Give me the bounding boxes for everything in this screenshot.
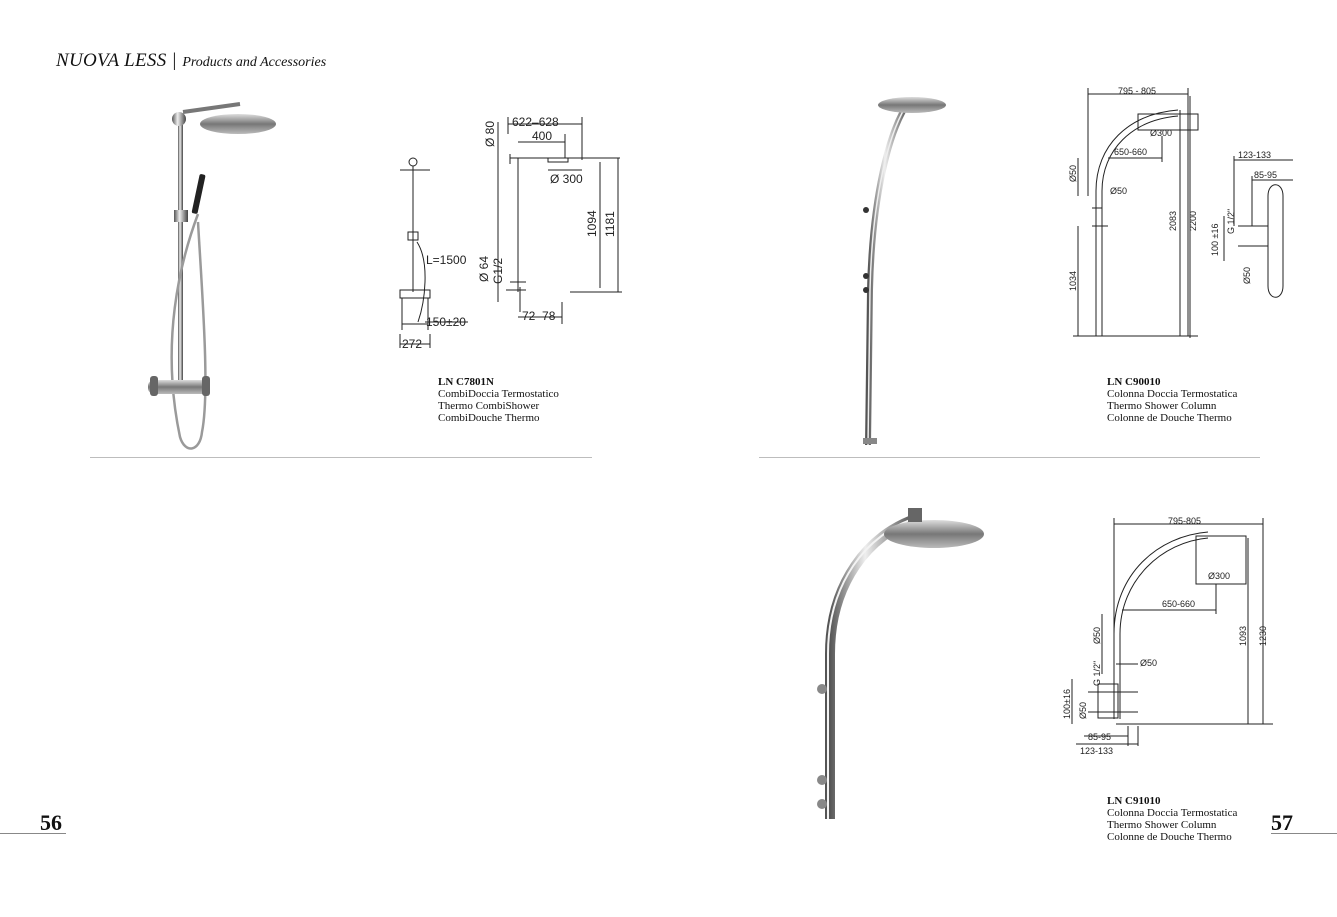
dim-outlet: 72–78 bbox=[522, 309, 556, 323]
product-code: LN C91010 bbox=[1107, 795, 1161, 807]
product-name-it: Colonna Doccia Termostatica bbox=[1107, 807, 1238, 819]
dim-pipe-dia2: Ø50 bbox=[1140, 658, 1157, 668]
dim-pipe-dia2: Ø50 bbox=[1110, 186, 1127, 196]
product-name-en: Thermo Shower Column bbox=[1107, 819, 1217, 831]
tech-drawing-c91010: 795-805 Ø300 650-660 Ø50 Ø50 G 1/2" 1093… bbox=[1062, 516, 1273, 756]
caption-c7801n: LN C7801N CombiDoccia Termostatico Therm… bbox=[438, 376, 559, 424]
product-name-fr: CombiDouche Thermo bbox=[438, 412, 540, 424]
dim-base: 272 bbox=[402, 337, 422, 351]
product-name-en: Thermo Shower Column bbox=[1107, 400, 1217, 412]
dim-thread: G 1/2" bbox=[1226, 209, 1236, 234]
dim-total-width: 622–628 bbox=[512, 115, 559, 129]
dim-height-2: 1230 bbox=[1258, 626, 1268, 646]
dim-side-2: 85-95 bbox=[1254, 170, 1277, 180]
dim-side-1: 85-95 bbox=[1088, 732, 1111, 742]
product-name-it: CombiDoccia Termostatico bbox=[438, 388, 559, 400]
product-name-fr: Colonne de Douche Thermo bbox=[1107, 412, 1232, 424]
dim-arm: 400 bbox=[532, 129, 552, 143]
dim-reach: 650-660 bbox=[1114, 147, 1147, 157]
tech-drawing-c90010: 795 - 805 Ø300 650-660 Ø50 Ø50 2083 2200… bbox=[1068, 86, 1293, 338]
dim-valve-dia: Ø 64 bbox=[477, 256, 491, 282]
product-name-en: Thermo CombiShower bbox=[438, 400, 540, 412]
dim-width: 795-805 bbox=[1168, 516, 1201, 526]
footer-rule-right bbox=[1271, 833, 1337, 834]
dim-width: 795 - 805 bbox=[1118, 86, 1156, 96]
dim-height-1: 1093 bbox=[1238, 626, 1248, 646]
dim-thread: G1/2 bbox=[491, 258, 505, 284]
dim-height-2: 1181 bbox=[603, 211, 617, 237]
header-subtitle: Products and Accessories bbox=[182, 55, 327, 70]
dim-spacing: 150±20 bbox=[426, 315, 466, 329]
dim-side-dia: Ø50 bbox=[1242, 267, 1252, 284]
dim-head-dia: Ø300 bbox=[1208, 571, 1230, 581]
footer-rule-left bbox=[0, 833, 66, 834]
dim-height-2: 2200 bbox=[1188, 211, 1198, 231]
brand-title: NUOVA LESS bbox=[56, 50, 167, 71]
tech-drawing-c7801n: 622–628 400 Ø 300 Ø 80 1094 1181 L=1500 … bbox=[399, 115, 622, 351]
divider-left bbox=[90, 457, 592, 458]
dim-base-dia: Ø50 bbox=[1078, 702, 1088, 719]
dim-spacing: 100 ±16 bbox=[1210, 224, 1220, 256]
page-number-right: 57 bbox=[1271, 810, 1293, 835]
dim-pipe-dia: Ø50 bbox=[1068, 165, 1078, 182]
dim-top-dia: Ø 80 bbox=[483, 121, 497, 147]
caption-c90010: LN C90010 Colonna Doccia Termostatica Th… bbox=[1107, 376, 1237, 424]
dim-head-dia: Ø300 bbox=[1150, 128, 1172, 138]
product-name-it: Colonna Doccia Termostatica bbox=[1107, 388, 1238, 400]
page-number-left: 56 bbox=[40, 810, 62, 835]
dim-hose: L=1500 bbox=[426, 253, 467, 267]
dim-mid: 1034 bbox=[1068, 271, 1078, 291]
divider-right bbox=[759, 457, 1260, 458]
product-code: LN C90010 bbox=[1107, 376, 1161, 388]
dim-thread: G 1/2" bbox=[1092, 661, 1102, 686]
page-header: NUOVA LESS| Products and Accessories bbox=[56, 50, 326, 72]
product-name-fr: Colonne de Douche Thermo bbox=[1107, 831, 1232, 843]
dim-height-1: 2083 bbox=[1168, 211, 1178, 231]
product-code: LN C7801N bbox=[438, 376, 494, 388]
dim-height-1: 1094 bbox=[585, 210, 599, 237]
product-photo-c91010 bbox=[817, 508, 984, 819]
dim-side-2: 123-133 bbox=[1080, 746, 1113, 756]
product-photo-c90010 bbox=[863, 97, 946, 446]
caption-c91010: LN C91010 Colonna Doccia Termostatica Th… bbox=[1107, 795, 1237, 843]
dim-side-1: 123-133 bbox=[1238, 150, 1271, 160]
dim-reach: 650-660 bbox=[1162, 599, 1195, 609]
product-photo-c7801n bbox=[148, 102, 276, 450]
dim-head-dia: Ø 300 bbox=[550, 172, 583, 186]
header-separator: | bbox=[172, 50, 177, 71]
dim-spacing: 100±16 bbox=[1062, 689, 1072, 719]
dim-pipe-dia: Ø50 bbox=[1092, 627, 1102, 644]
